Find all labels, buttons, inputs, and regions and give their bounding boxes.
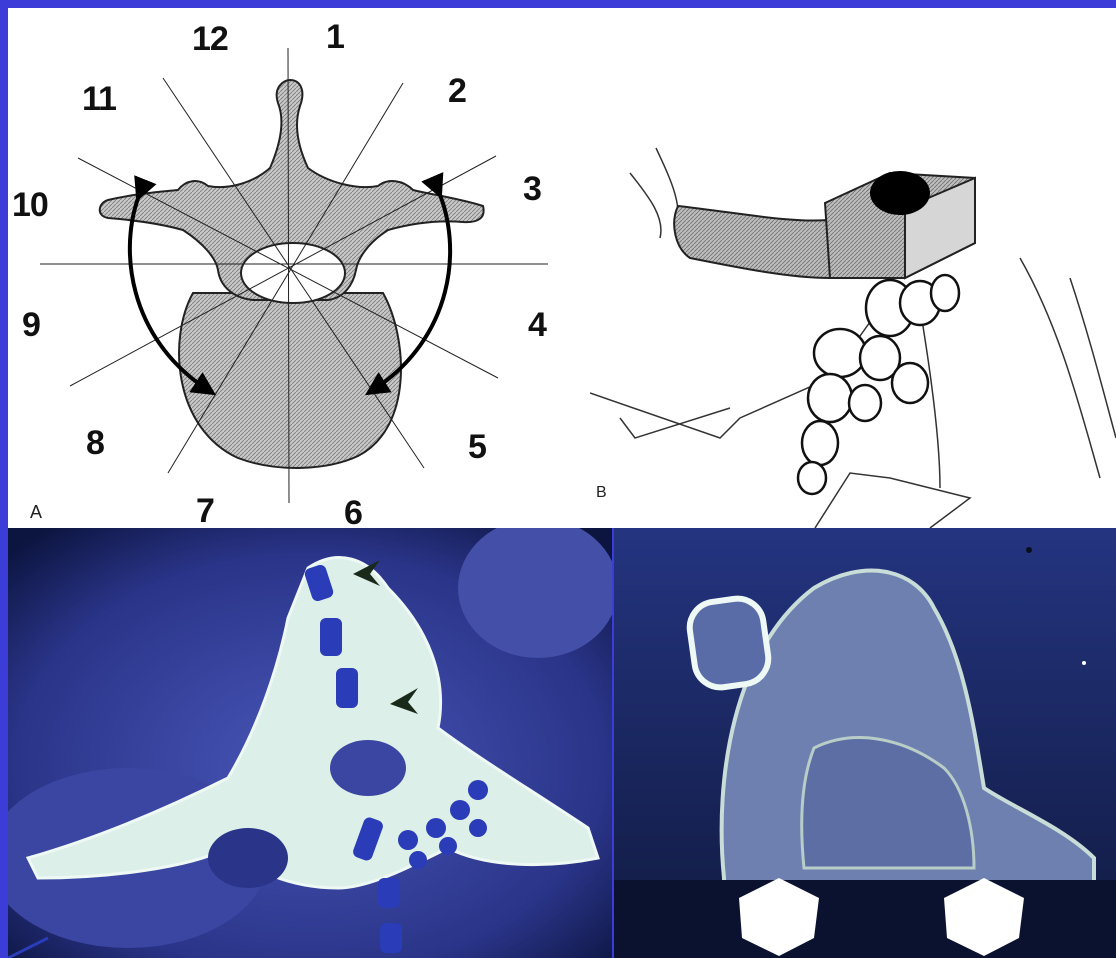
ct-axial-image-2 <box>614 528 1116 958</box>
clock-label-1: 1 <box>326 18 344 57</box>
disc-black-oval <box>870 171 930 215</box>
panel-letter-a: A <box>30 502 42 523</box>
ct-axial-image-1 <box>8 528 612 958</box>
panel-letter-b: B <box>596 484 607 502</box>
ct-rib-ring <box>686 595 771 690</box>
clock-label-6: 6 <box>344 494 362 528</box>
surgical-approach-drawing <box>590 8 1116 528</box>
rib-segment <box>674 206 830 278</box>
nerve-bundle <box>798 275 959 494</box>
clock-label-8: 8 <box>86 424 104 463</box>
clock-label-2: 2 <box>448 72 466 111</box>
panel-a-clock-diagram: 1 2 3 4 5 6 7 8 9 10 11 12 A <box>8 8 590 528</box>
clock-label-9: 9 <box>22 306 40 345</box>
clock-label-4: 4 <box>528 306 546 345</box>
panel-b-surgical-illustration: B <box>590 8 1116 528</box>
clock-label-10: 10 <box>12 186 48 225</box>
vertebral-body <box>179 293 401 468</box>
clock-label-7: 7 <box>196 492 214 528</box>
panel-d-ct-scan <box>614 528 1116 958</box>
clock-label-5: 5 <box>468 428 486 467</box>
clock-label-11: 11 <box>82 80 116 119</box>
panel-c-ct-scan-markers <box>8 528 612 958</box>
clock-label-12: 12 <box>192 20 228 59</box>
clock-label-3: 3 <box>523 170 541 209</box>
